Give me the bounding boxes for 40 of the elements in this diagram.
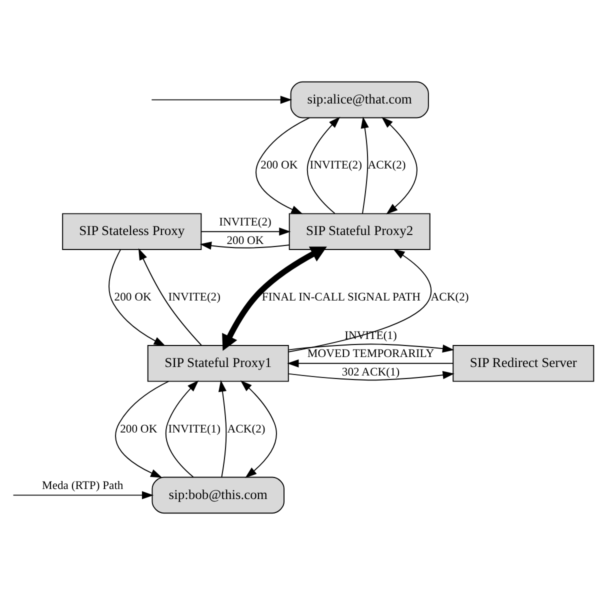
arrow [288,370,454,381]
edge-label: INVITE(2) [168,290,221,304]
node-box: SIP Stateful Proxy1 [147,344,289,382]
edge-label: FINAL IN-CALL SIGNAL PATH [262,290,420,304]
arrow [108,249,166,346]
arrow [381,116,418,214]
edge-label: INVITE(2) [219,215,272,228]
arrow [288,249,432,352]
edge-label: 200 OK [120,422,158,436]
edge-label: 200 OK [114,290,152,304]
edge-label: 302 ACK(1) [342,366,400,379]
edge-label: ACK(2) [227,422,266,436]
node-box: sip:alice@that.com [290,81,429,118]
arrow [200,242,290,250]
arrow [287,359,454,368]
arrow [115,380,170,478]
arrow [200,228,291,236]
node-box: SIP Redirect Server [452,344,594,382]
arrow [222,246,327,351]
node-box: SIP Stateless Proxy [62,213,202,250]
arrow [138,248,202,346]
arrow [151,96,292,104]
edge-label: INVITE(1) [168,422,221,436]
edge-label: 200 OK [226,234,264,247]
node-box: SIP Stateful Proxy2 [288,213,430,250]
arrow [165,380,199,478]
edge-label: Meda (RTP) Path [42,478,124,492]
edge-label: 200 OK [260,158,298,172]
node-box: sip:bob@this.com [152,476,285,514]
arrow [306,116,340,214]
arrow [240,380,277,478]
arrow [360,116,369,214]
arrow [218,380,227,478]
arrow [288,344,454,353]
edge-label: ACK(2) [368,158,406,172]
arrow [12,491,154,500]
edge-label: INVITE(2) [310,158,362,172]
arrow [256,117,310,214]
edge-label: MOVED TEMPORARILY [307,347,434,360]
edge-label: ACK(2) [430,290,469,304]
